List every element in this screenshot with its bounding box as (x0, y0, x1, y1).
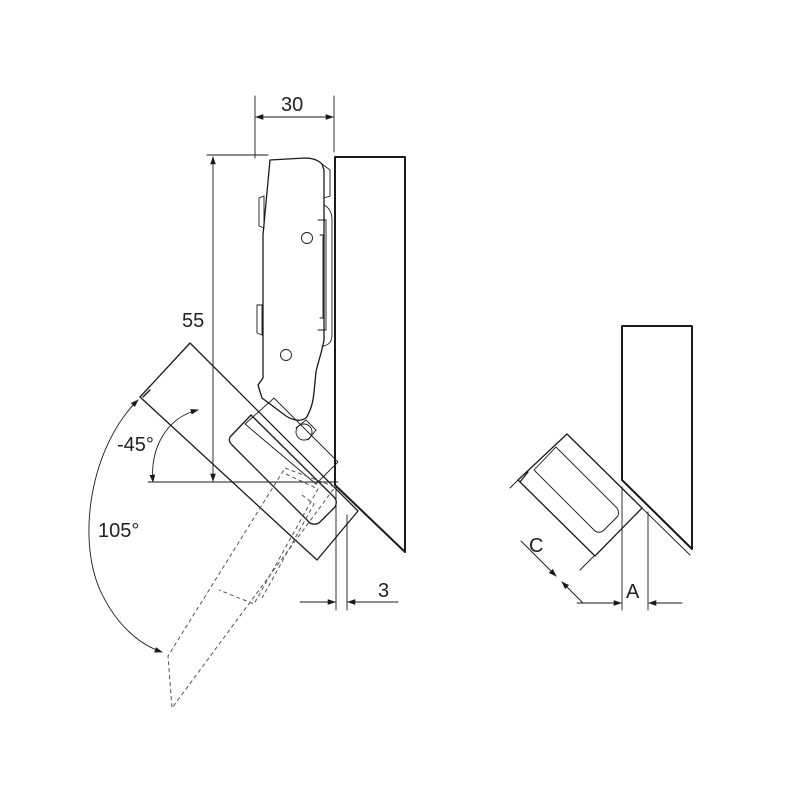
door-open-105 (167, 467, 336, 710)
hinge-arm (256, 157, 333, 441)
dimension-width-label: 30 (281, 94, 303, 116)
hinge-screw-bottom (280, 349, 292, 361)
angle-outer-label: 105° (98, 520, 139, 542)
angle-inner-label: -45° (117, 434, 154, 456)
dimension-height-label: 55 (182, 310, 204, 332)
dimension-c: C (520, 535, 584, 604)
dimension-a: A (576, 581, 683, 606)
hinge-pivot (295, 423, 313, 441)
left-assembly: 30 55 3 -45° 105° (88, 94, 406, 710)
dimension-a-label: A (626, 581, 640, 603)
hinge-screw-top (301, 232, 313, 244)
dimension-width-30: 30 (255, 94, 334, 120)
cabinet-side-panel (334, 156, 406, 553)
right-detail: C A (509, 325, 693, 611)
dimension-gap-3: 3 (299, 580, 399, 605)
detail-side-panel (621, 325, 693, 550)
dimension-gap-label: 3 (378, 580, 389, 602)
dimension-height-55: 55 (182, 156, 216, 482)
dimension-c-label: C (529, 535, 543, 557)
detail-door (517, 433, 643, 557)
door-open-45 (139, 342, 359, 561)
angle-105: 105° (88, 399, 163, 653)
